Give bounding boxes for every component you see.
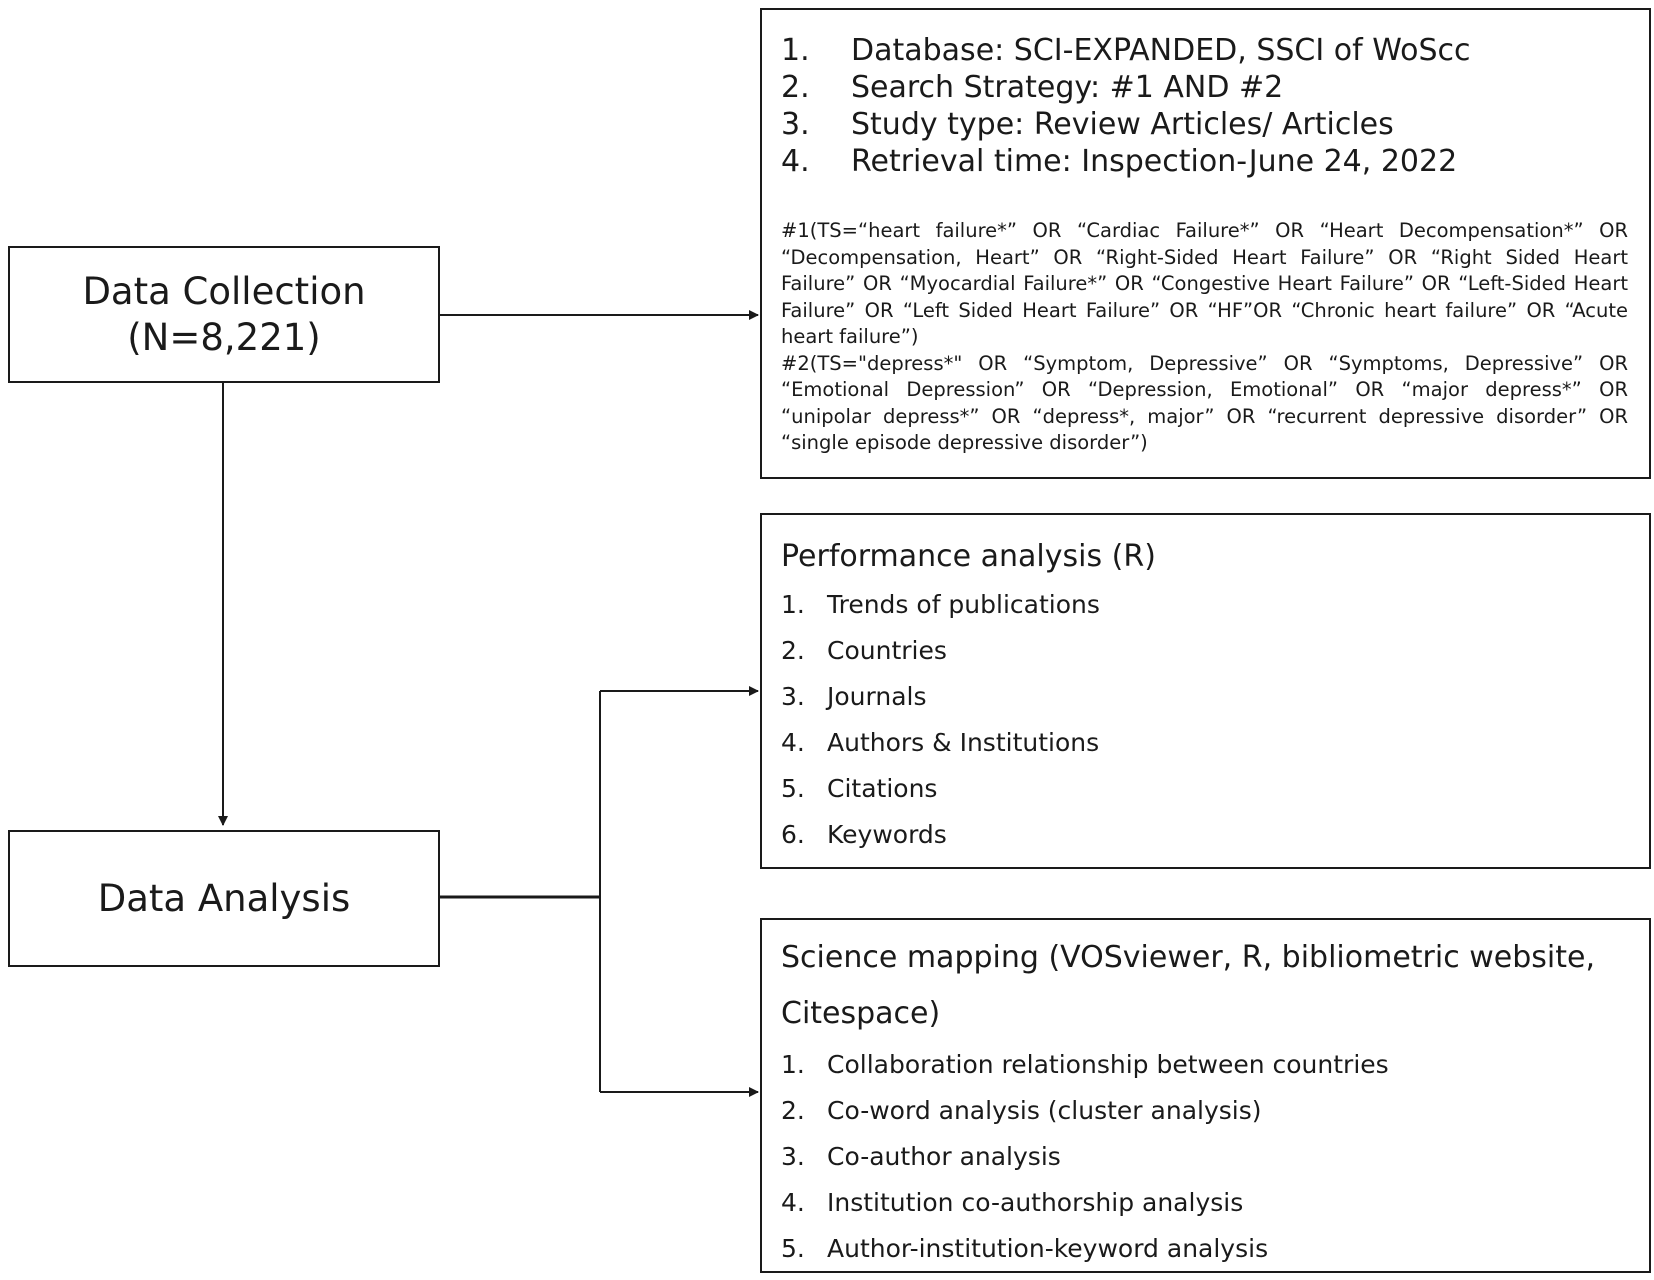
performance-analysis-box: Performance analysis (R) 1.Trends of pub… [760,513,1651,869]
mapping-item: 2.Co-word analysis (cluster analysis) [781,1096,1262,1125]
performance-item: 2.Countries [781,636,947,665]
performance-item: 5.Citations [781,774,938,803]
performance-item: 6.Keywords [781,820,947,849]
search-query-1: #1(TS=“heart failure*” OR “Cardiac Failu… [781,219,1628,348]
mapping-item: 4.Institution co-authorship analysis [781,1188,1244,1217]
data-collection-title: Data Collection [82,269,366,313]
data-analysis-title: Data Analysis [97,876,351,920]
search-criteria-item: 1.Database: SCI-EXPANDED, SSCI of WoScc [781,33,1471,68]
data-collection-box: Data Collection (N=8,221) [8,246,440,383]
search-criteria-list: 1.Database: SCI-EXPANDED, SSCI of WoScc … [781,32,1628,180]
science-mapping-list: 1.Collaboration relationship between cou… [781,1042,1630,1272]
mapping-item: 3.Co-author analysis [781,1142,1061,1171]
science-mapping-title: Science mapping (VOSviewer, R, bibliomet… [781,940,1596,1031]
performance-analysis-title: Performance analysis (R) [781,539,1156,574]
performance-item: 1.Trends of publications [781,590,1100,619]
science-mapping-box: Science mapping (VOSviewer, R, bibliomet… [760,918,1651,1273]
search-criteria-item: 4.Retrieval time: Inspection-June 24, 20… [781,144,1458,179]
search-strategy-box: 1.Database: SCI-EXPANDED, SSCI of WoScc … [760,8,1651,479]
data-analysis-box: Data Analysis [8,830,440,967]
performance-item: 3.Journals [781,682,927,711]
mapping-item: 5.Author-institution-keyword analysis [781,1234,1269,1263]
search-query-2: #2(TS="depress*" OR “Symptom, Depressive… [781,351,1628,455]
performance-analysis-list: 1.Trends of publications 2.Countries 3.J… [781,582,1630,858]
search-criteria-item: 2.Search Strategy: #1 AND #2 [781,70,1284,105]
search-criteria-item: 3.Study type: Review Articles/ Articles [781,107,1394,142]
data-collection-count: (N=8,221) [127,315,321,359]
performance-item: 4.Authors & Institutions [781,728,1100,757]
mapping-item: 1.Collaboration relationship between cou… [781,1050,1389,1079]
